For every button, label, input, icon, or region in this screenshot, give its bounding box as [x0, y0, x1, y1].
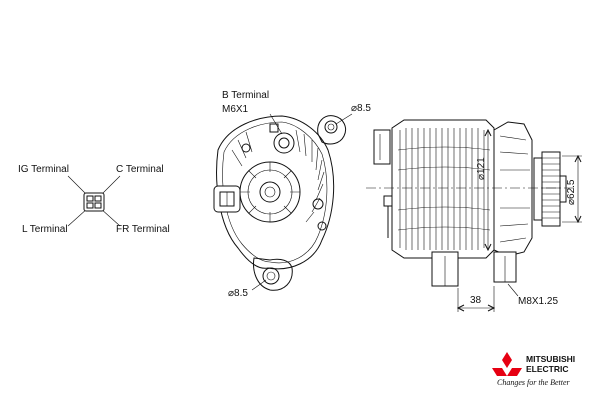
- side-fins: [397, 128, 491, 250]
- front-connector-socket: [213, 185, 241, 213]
- front-view: B Terminal M6X1 ⌀8.5 ⌀8.5: [213, 90, 371, 299]
- ig-terminal-label: IG Terminal: [18, 164, 69, 175]
- connector-icon: [83, 192, 105, 212]
- fr-terminal-label: FR Terminal: [116, 224, 170, 235]
- side-mount-feet: [431, 251, 517, 287]
- b-terminal-label: B Terminal: [222, 90, 269, 101]
- three-diamonds-icon: [492, 352, 522, 376]
- brand-line2: ELECTRIC: [526, 364, 569, 374]
- body-diameter-dimension: ⌀121: [476, 157, 487, 180]
- connector-diagram: IG Terminal C Terminal L Terminal FR Ter…: [18, 164, 170, 235]
- brand-line1: MITSUBISHI: [526, 354, 575, 364]
- bottom-mount-ear: [253, 257, 293, 291]
- mount-thread-label: M8X1.25: [518, 296, 558, 307]
- b-terminal: [269, 123, 295, 154]
- pulley-diameter-dimension: ⌀62.5: [566, 179, 577, 205]
- top-mount-ear: [317, 115, 347, 145]
- c-terminal-label: C Terminal: [116, 164, 164, 175]
- top-hole-dimension: ⌀8.5: [351, 103, 371, 114]
- mitsubishi-electric-logo: MITSUBISHI ELECTRIC Changes for the Bett…: [492, 352, 575, 387]
- bottom-hole-dimension: ⌀8.5: [228, 288, 248, 299]
- l-terminal-label: L Terminal: [22, 224, 68, 235]
- side-view: ⌀121 ⌀62.5 38 M8X1.25: [366, 119, 582, 312]
- front-fins: [231, 129, 325, 223]
- b-terminal-thread-label: M6X1: [222, 104, 249, 115]
- mount-distance-dimension: 38: [470, 295, 482, 306]
- pulley: [533, 151, 567, 227]
- brand-tagline: Changes for the Better: [497, 378, 571, 387]
